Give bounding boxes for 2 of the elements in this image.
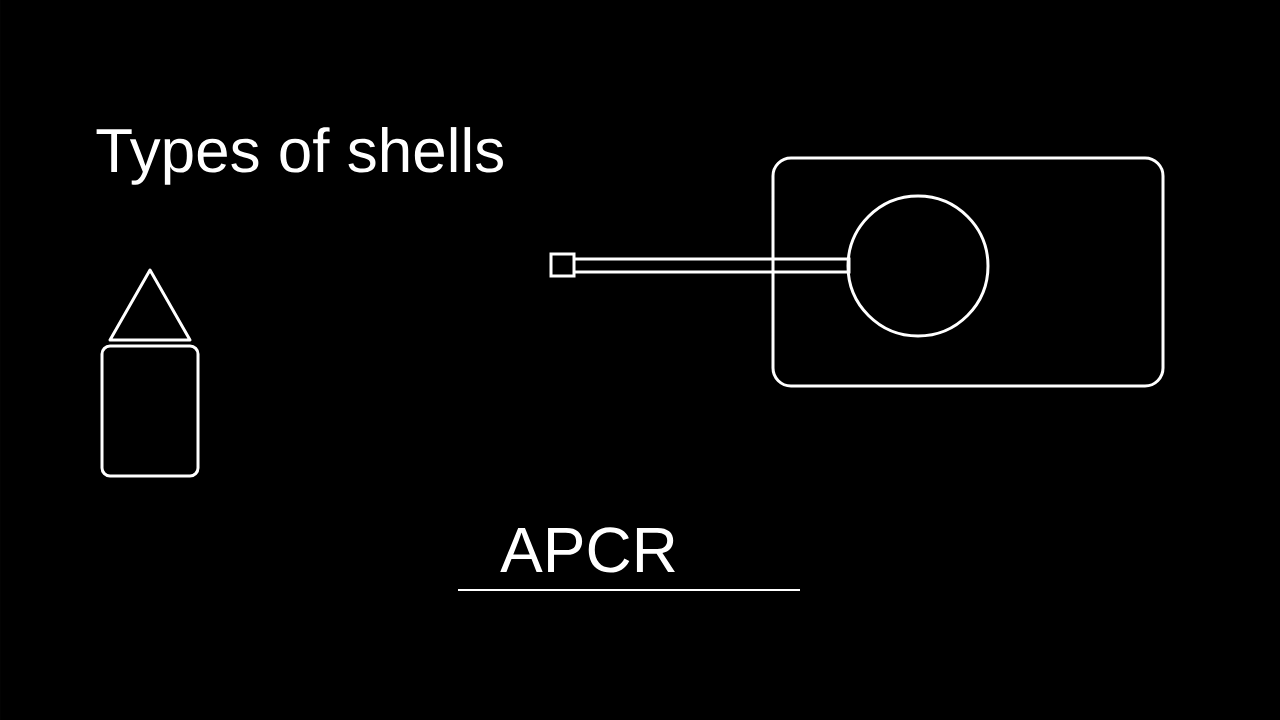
title: Types of shells <box>96 127 503 185</box>
shell-name: APCR <box>500 527 675 573</box>
